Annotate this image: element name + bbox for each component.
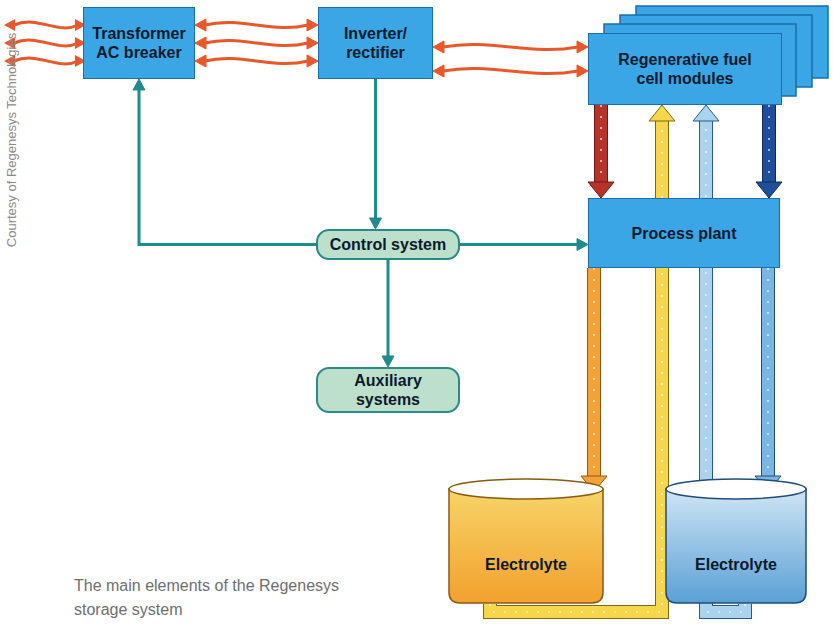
- tank-outline: [665, 478, 807, 604]
- arrow-head: [756, 182, 782, 198]
- tank-outline: [448, 478, 604, 604]
- process-box: Inverter/ rectifier: [318, 7, 433, 79]
- connector-line: [443, 44, 578, 49]
- node-label: Inverter/ rectifier: [325, 24, 426, 62]
- tank-body: [449, 489, 603, 603]
- arrow-head: [4, 19, 15, 31]
- connector: [382, 260, 394, 367]
- arrow-head: [382, 356, 394, 367]
- node-label: Regenerative fuel cell modules: [615, 50, 755, 88]
- arrow-head: [195, 55, 206, 67]
- connector-line: [460, 243, 578, 246]
- node-label: Transformer AC breaker: [90, 24, 188, 62]
- flow-marks: [600, 105, 601, 183]
- tank-body: [666, 489, 806, 603]
- connector: [133, 79, 316, 245]
- arrow-head: [577, 41, 588, 53]
- connector: [370, 79, 382, 229]
- arrow-head: [433, 65, 444, 77]
- arrow-head: [577, 239, 588, 251]
- tank-top: [449, 479, 603, 499]
- arrow-head: [195, 19, 206, 31]
- connector: [195, 37, 318, 49]
- electrolyte-tank: Electrolyte: [665, 478, 807, 604]
- flow-marks: [768, 105, 769, 183]
- connector-line: [387, 260, 390, 357]
- node-label: Process plant: [632, 224, 737, 243]
- node-label: Control system: [330, 235, 446, 254]
- connector: [433, 41, 588, 53]
- figure-caption: The main elements of the Regenesys stora…: [74, 574, 394, 622]
- credit-note: Courtesy of Regenesys Technologies: [4, 0, 20, 290]
- process-box: Process plant: [588, 198, 780, 268]
- arrow-head: [433, 41, 444, 53]
- flow-outline: [587, 268, 601, 477]
- connector: [195, 19, 318, 31]
- arrow-head: [307, 19, 318, 31]
- ac-line: [14, 58, 78, 64]
- node-label: Electrolyte: [485, 556, 567, 574]
- connector: [755, 268, 781, 492]
- connector: [460, 239, 588, 251]
- arrow-head: [133, 79, 145, 90]
- arrow-head: [370, 218, 382, 229]
- arrow-head: [195, 37, 206, 49]
- arrow-head: [649, 105, 675, 121]
- connector-line: [763, 105, 775, 183]
- connector-line: [205, 22, 308, 27]
- arrow-head: [307, 55, 318, 67]
- connector-line: [374, 79, 377, 219]
- connector-line: [205, 40, 308, 45]
- arrow-head: [693, 105, 719, 121]
- module-stack: [604, 6, 828, 96]
- connector: [756, 105, 782, 198]
- external-ac-arrows: [14, 22, 78, 64]
- connector-line: [588, 268, 600, 477]
- ac-line: [14, 40, 78, 46]
- connector: [195, 55, 318, 67]
- module-box: Regenerative fuel cell modules: [588, 33, 782, 105]
- connector: [581, 268, 607, 492]
- flow-marks: [767, 268, 768, 477]
- process-box: Transformer AC breaker: [83, 7, 195, 79]
- flow-outline: [594, 105, 608, 183]
- node-label: Auxiliary systems: [324, 371, 452, 409]
- connector-line: [139, 89, 316, 245]
- flow-outline: [762, 105, 776, 183]
- connector: [433, 65, 588, 77]
- node-label: Electrolyte: [695, 556, 777, 574]
- connector-line: [762, 268, 774, 477]
- electrolyte-tank: Electrolyte: [448, 478, 604, 604]
- flow-outline: [761, 268, 775, 477]
- flow-marks: [593, 268, 594, 477]
- connector: [588, 105, 614, 198]
- auxiliary-box: Auxiliary systems: [316, 367, 460, 413]
- connector-line: [443, 68, 578, 73]
- arrow-head: [577, 65, 588, 77]
- tank-top: [666, 479, 806, 499]
- arrow-head: [588, 182, 614, 198]
- ac-line: [14, 22, 78, 28]
- connector-line: [595, 105, 607, 183]
- connector-line: [205, 58, 308, 63]
- arrow-head: [307, 37, 318, 49]
- control-box: Control system: [316, 229, 460, 260]
